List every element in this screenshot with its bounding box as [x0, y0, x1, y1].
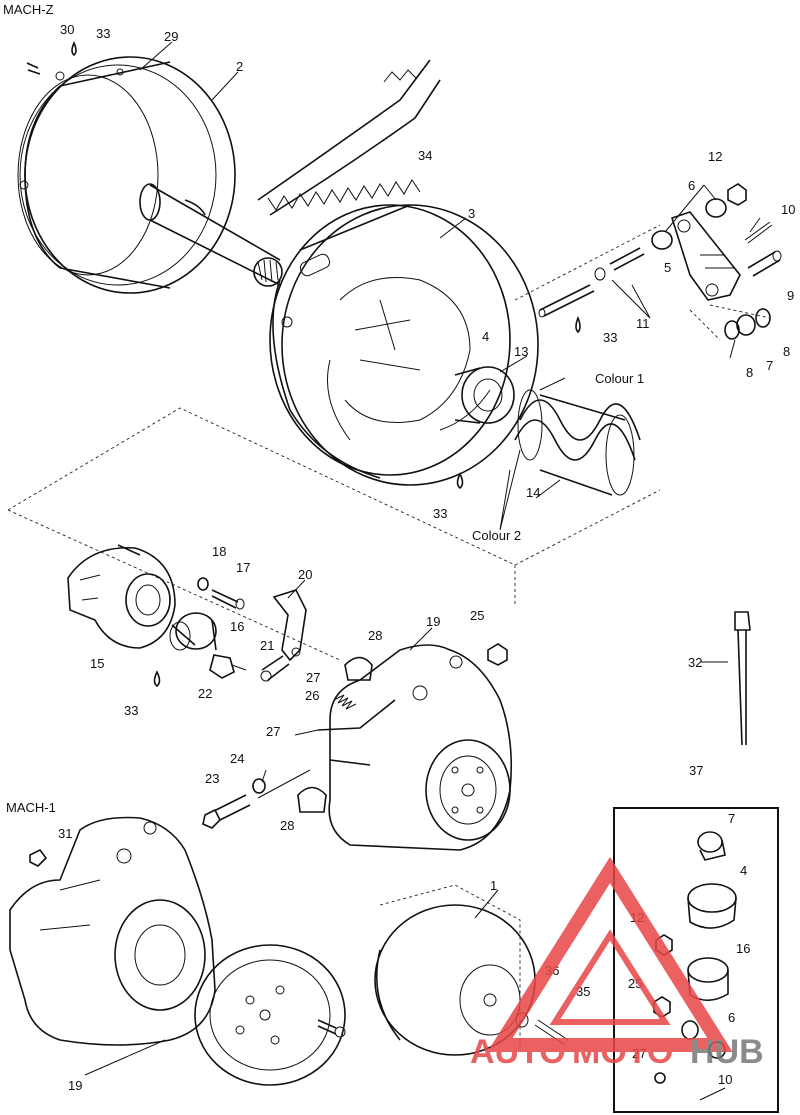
screw-part-22: [209, 654, 247, 679]
lubricant-drop-icons: [26, 41, 581, 688]
callout-14: 14: [526, 485, 540, 500]
section-title-mach-1: MACH-1: [6, 800, 56, 815]
washer-part-18: [197, 577, 209, 591]
screw-part-31: [29, 848, 48, 867]
bushing-part-16: [169, 612, 217, 651]
callout-8b: 8: [746, 365, 753, 380]
callout-23: 23: [205, 771, 219, 786]
spider-part-15: [67, 544, 176, 649]
callout-5: 5: [664, 260, 671, 275]
kit-callout-16: 16: [736, 941, 750, 956]
callout-12: 12: [708, 149, 722, 164]
kit-callout-4: 4: [740, 863, 747, 878]
callout-37: 37: [689, 763, 703, 778]
callout-6: 6: [688, 178, 695, 193]
callout-24: 24: [230, 751, 244, 766]
callout-31: 31: [58, 826, 72, 841]
bolt-part-32: [734, 611, 751, 746]
leader-lines: [84, 41, 761, 1076]
lever-part-20: [272, 589, 307, 662]
kit-pin-10: [699, 1087, 726, 1101]
callout-20: 20: [298, 567, 312, 582]
callout-15: 15: [90, 656, 104, 671]
movable-sheave-part-3: [269, 204, 539, 486]
callout-10: 10: [781, 202, 795, 217]
mach-1-screw: [317, 1019, 346, 1038]
mach-1-cover-part-19: [194, 944, 346, 1086]
callout-18: 18: [212, 544, 226, 559]
watermark-text-moto: MOTO: [572, 1033, 673, 1071]
callout-33a: 33: [96, 26, 110, 41]
retainer-part-28: [297, 656, 373, 813]
callout-30: 30: [60, 22, 74, 37]
callout-25: 25: [470, 608, 484, 623]
kit-bushing-7: [697, 831, 726, 861]
callout-28b: 28: [280, 818, 294, 833]
callout-33c: 33: [433, 506, 447, 521]
callout-33b: 33: [603, 330, 617, 345]
governor-cup-part-19: [317, 644, 512, 851]
callout-33d: 33: [124, 703, 138, 718]
callout-21: 21: [260, 638, 274, 653]
callout-4: 4: [482, 329, 489, 344]
mach-1-spider-housing: [9, 816, 216, 1046]
kit-callout-6: 6: [728, 1010, 735, 1025]
kit-oring-27: [654, 1072, 666, 1084]
callout-28a: 28: [368, 628, 382, 643]
watermark-text-auto: AUTO: [470, 1033, 566, 1071]
bolt-part-23: [202, 794, 251, 829]
cotter-pin-part-10: [744, 221, 773, 244]
callout-19a: 19: [426, 614, 440, 629]
callout-22: 22: [198, 686, 212, 701]
callout-26: 26: [305, 688, 319, 703]
kit-nut-25: [653, 996, 671, 1018]
spring-part-26: [333, 694, 357, 710]
section-title-mach-z: MACH-Z: [3, 2, 54, 17]
kit-callout-7: 7: [728, 811, 735, 826]
callout-29: 29: [164, 29, 178, 44]
callout-3: 3: [468, 206, 475, 221]
kit-callout-10: 10: [718, 1072, 732, 1087]
callout-34: 34: [418, 148, 432, 163]
service-kit-panel: 7 4 12 16 25 6 27 10: [613, 807, 779, 1113]
screw-washers-part-11: [538, 247, 645, 318]
spring-part-14: [514, 389, 641, 496]
washer-part-24: [252, 778, 266, 794]
colour-2-label: Colour 2: [472, 528, 521, 543]
cam-arm-part-5: [671, 211, 741, 301]
callout-7: 7: [766, 358, 773, 373]
kit-bushing-4: [687, 883, 737, 929]
callout-32: 32: [688, 655, 702, 670]
drive-belt-part-34: [257, 59, 441, 216]
callout-27a: 27: [306, 670, 320, 685]
roller-pin-part-21: [260, 655, 290, 682]
screw-part-17: [211, 589, 245, 610]
fixed-sheave-part-2: [17, 56, 283, 294]
assembly-boundary: [7, 407, 661, 661]
callout-17: 17: [236, 560, 250, 575]
callout-13: 13: [514, 344, 528, 359]
colour-1-label: Colour 1: [595, 371, 644, 386]
roller-part-6: [651, 198, 727, 250]
link-lines: [514, 224, 771, 341]
callout-11: 11: [636, 316, 650, 331]
pin-part-9: [747, 250, 782, 277]
bushing-part-13: [454, 366, 515, 424]
nut-part-12: [727, 183, 747, 206]
watermark-logo: AUTO MOTO HUB: [470, 856, 764, 1071]
callout-9: 9: [787, 288, 794, 303]
callout-1: 1: [490, 878, 497, 893]
callout-8a: 8: [783, 344, 790, 359]
watermark-text-hub: HUB: [690, 1033, 764, 1071]
callout-16: 16: [230, 619, 244, 634]
nut-part-25: [487, 643, 508, 666]
callout-2: 2: [236, 59, 243, 74]
callout-19b: 19: [68, 1078, 82, 1093]
callout-27b: 27: [266, 724, 280, 739]
